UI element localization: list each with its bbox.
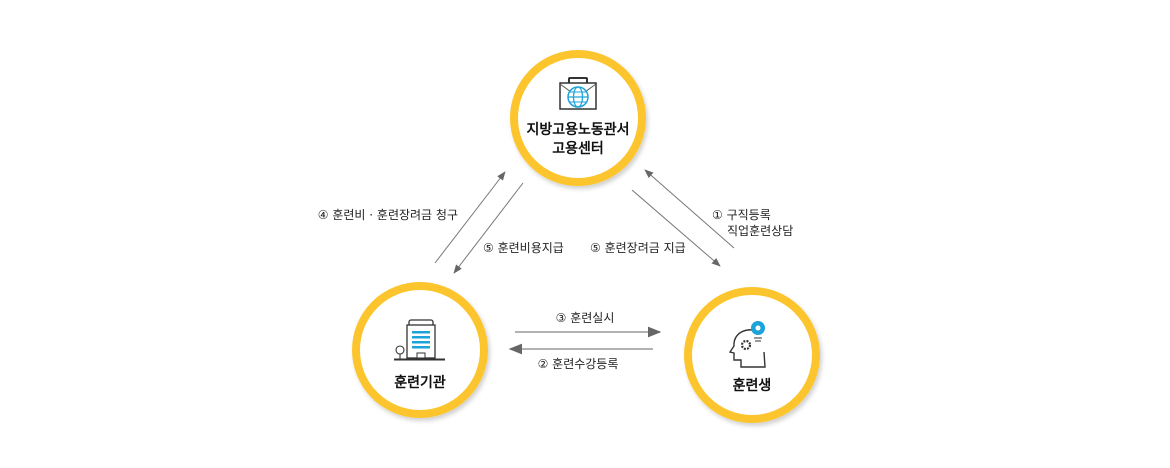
step2-label: ② 훈련수강등록 xyxy=(538,357,619,371)
arrow-step4 xyxy=(434,171,506,264)
briefcase-globe-icon xyxy=(559,77,597,110)
building-icon xyxy=(394,319,445,361)
step5b-label: ⑤ 훈련장려금 지급 xyxy=(590,241,686,255)
institution-label: 훈련기관 xyxy=(394,374,446,391)
arrow-step5a xyxy=(453,182,524,274)
arrow-step1 xyxy=(644,169,735,249)
office-name: 지방고용노동관서 xyxy=(526,121,629,138)
step3-label: ③ 훈련실시 xyxy=(556,311,615,325)
step1-label-line1: ① 구직등록 xyxy=(712,208,771,222)
center-name: 고용센터 xyxy=(552,141,604,157)
node-employment-office: 지방고용노동관서 고용센터 xyxy=(510,50,646,186)
node-training-institution: 훈련기관 xyxy=(352,282,488,418)
trainee-label: 훈련생 xyxy=(733,377,772,394)
step4-label: ④ 훈련비 · 훈련장려금 청구 xyxy=(318,208,458,222)
step5a-label: ⑤ 훈련비용지급 xyxy=(483,241,564,255)
arrow-step5b xyxy=(631,189,721,267)
step1-label-line2: 직업훈련상담 xyxy=(727,224,793,238)
node-trainee: 훈련생 xyxy=(684,287,820,423)
head-gear-icon xyxy=(728,321,766,368)
